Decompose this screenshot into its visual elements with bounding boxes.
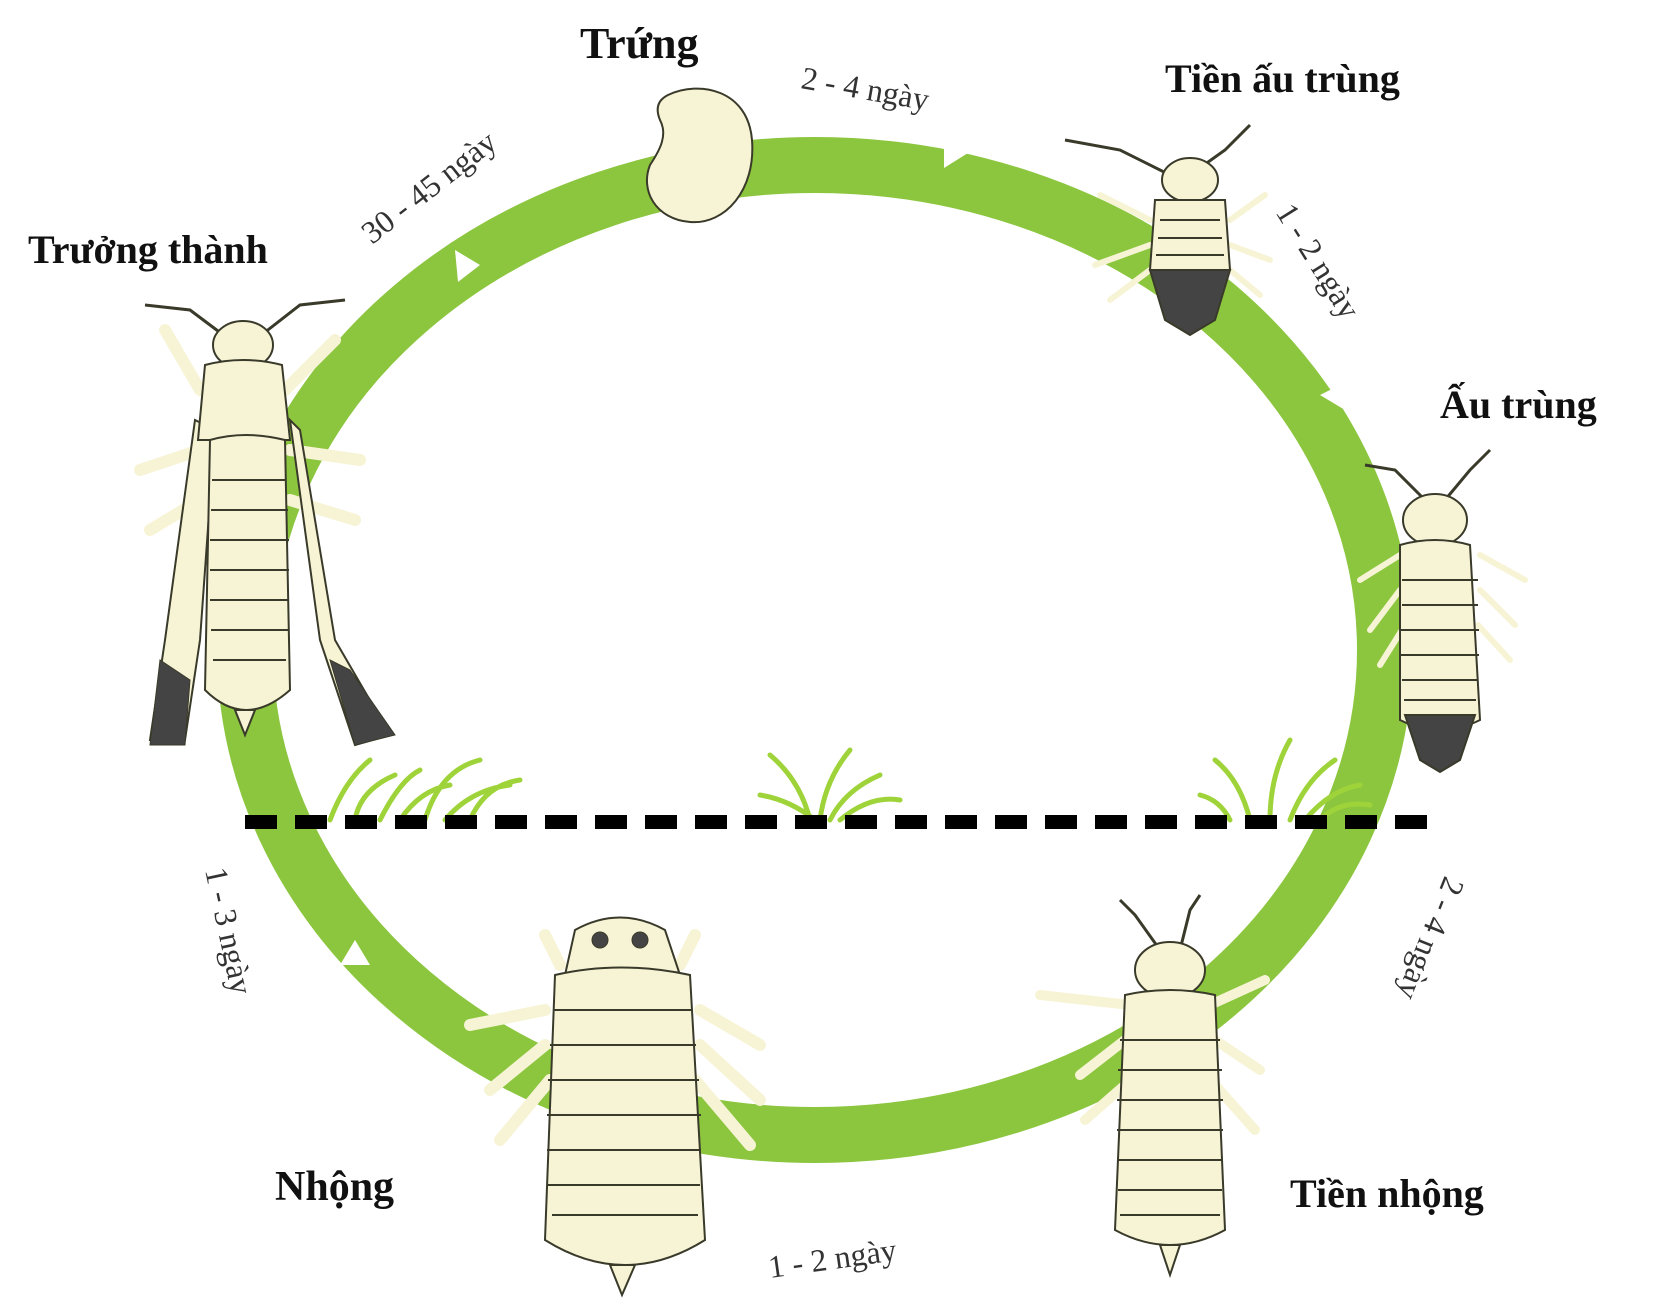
duration-pupa-to-adult: 1 - 3 ngày	[198, 864, 260, 998]
duration-prelarva-to-larva: 1 - 2 ngày	[1269, 197, 1368, 325]
egg-icon	[647, 89, 752, 223]
stage-label-adult: Trưởng thành	[28, 227, 268, 272]
duration-prepupa-to-pupa: 1 - 2 ngày	[766, 1231, 899, 1285]
pupa-insect-icon	[470, 918, 760, 1296]
duration-egg-to-prelarva: 2 - 4 ngày	[799, 59, 932, 117]
stage-label-pupa: Nhộng	[275, 1164, 394, 1210]
stage-label-egg: Trứng	[580, 19, 699, 68]
stage-label-larva: Ấu trùng	[1440, 382, 1597, 427]
duration-larva-to-prepupa: 2 - 4 ngày	[1390, 872, 1472, 1005]
stage-label-prepupa: Tiền nhộng	[1290, 1171, 1484, 1216]
grass-icon	[330, 740, 1370, 820]
stage-label-prelarva: Tiền ấu trùng	[1165, 56, 1400, 101]
arrow-prepupa-to-pupa	[880, 1180, 905, 1210]
arrow-larva-to-prepupa	[1358, 890, 1388, 920]
